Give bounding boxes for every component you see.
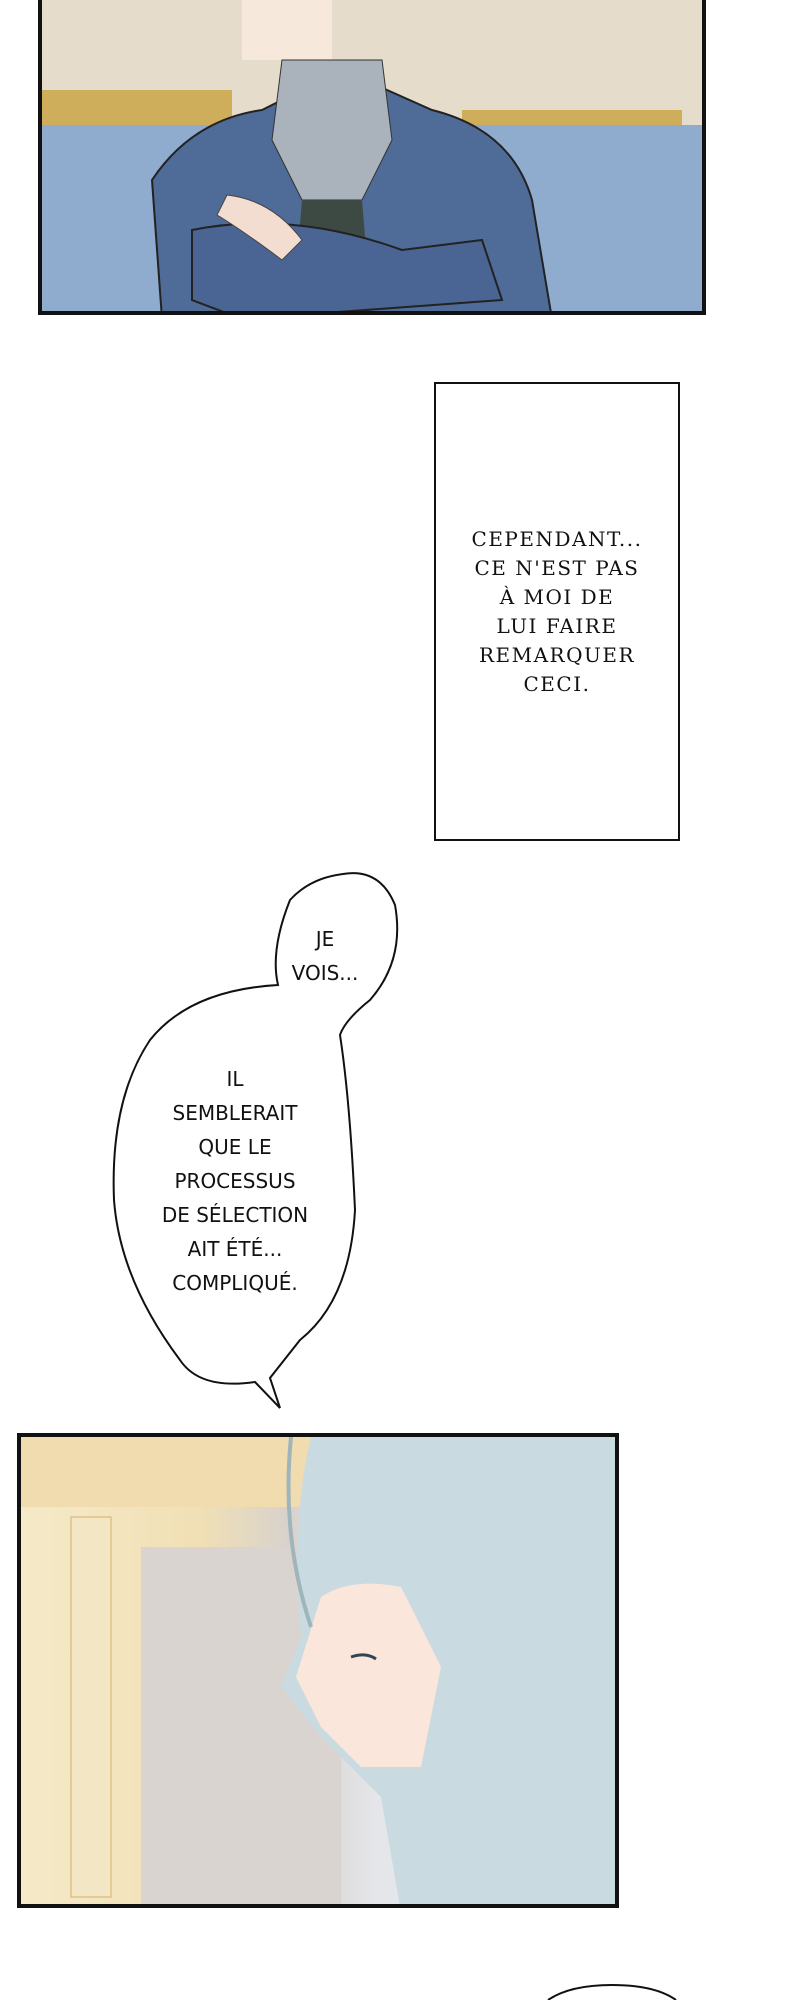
panel-illustration-man (42, 0, 702, 311)
speech-bubble-text-je-vois: JE VOIS... (291, 927, 359, 985)
narration-caption-box: CEPENDANT... CE N'EST PAS À MOI DE LUI F… (434, 382, 680, 841)
comic-panel-man-seated (38, 0, 706, 315)
next-speech-bubble-top (547, 1983, 677, 2000)
panel-illustration-woman (21, 1437, 615, 1904)
comic-panel-woman-profile (17, 1433, 619, 1908)
caption-text: CEPENDANT... CE N'EST PAS À MOI DE LUI F… (471, 526, 643, 696)
speech-bubble-text-selection: IL SEMBLERAIT QUE LE PROCESSUS DE SÉLECT… (161, 1067, 309, 1295)
